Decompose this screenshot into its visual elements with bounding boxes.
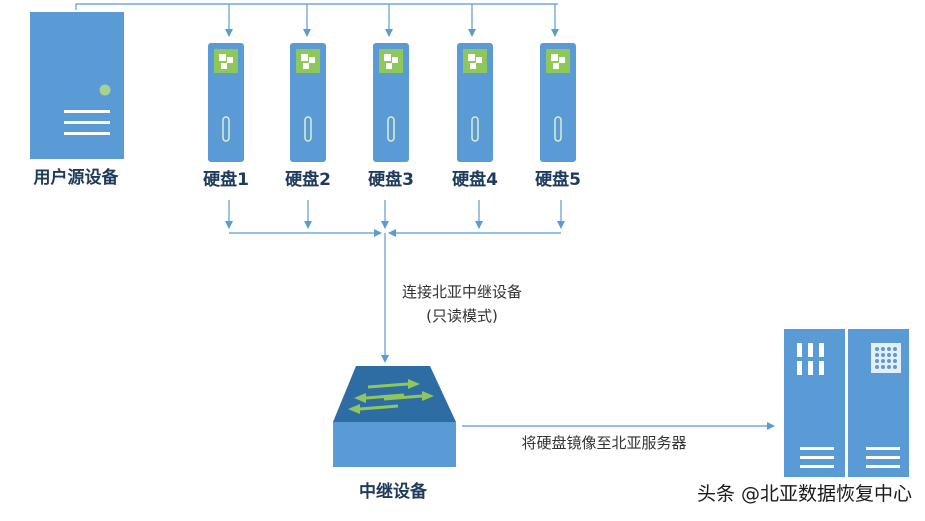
disk-icon [540,43,576,162]
server-rack-icon [848,329,909,477]
disk-icon [373,43,409,162]
watermark: 头条 @北亚数据恢复中心 [697,483,912,505]
relay-device-label: 中继设备 [359,481,428,502]
disk-1: 硬盘1 [203,43,249,190]
disk-2-label: 硬盘2 [285,169,331,190]
source-device-label: 用户源设备 [34,167,120,188]
disk-4-label: 硬盘4 [452,169,498,190]
disks-to-relay-connector [225,200,565,363]
disk-icon [290,43,326,162]
disk-5-label: 硬盘5 [535,169,581,190]
switch-icon [333,366,456,467]
connection-note-line1: 连接北亚中继设备 [402,283,522,301]
source-device: 用户源设备 [30,12,124,188]
server-tower-icon [30,12,124,159]
source-to-disks-connector [75,3,559,37]
mirror-note: 将硬盘镜像至北亚服务器 [521,434,686,452]
disk-2: 硬盘2 [285,43,331,190]
beiya-servers [784,329,909,477]
disk-icon [457,43,493,162]
disk-3-label: 硬盘3 [368,169,414,190]
connection-note-line2: (只读模式) [426,307,498,325]
disk-3: 硬盘3 [368,43,414,190]
disk-5: 硬盘5 [535,43,581,190]
disk-4: 硬盘4 [452,43,498,190]
disk-1-label: 硬盘1 [203,169,249,190]
disk-icon [208,43,244,162]
relay-device: 中继设备 [333,366,456,502]
server-rack-icon [784,329,845,477]
